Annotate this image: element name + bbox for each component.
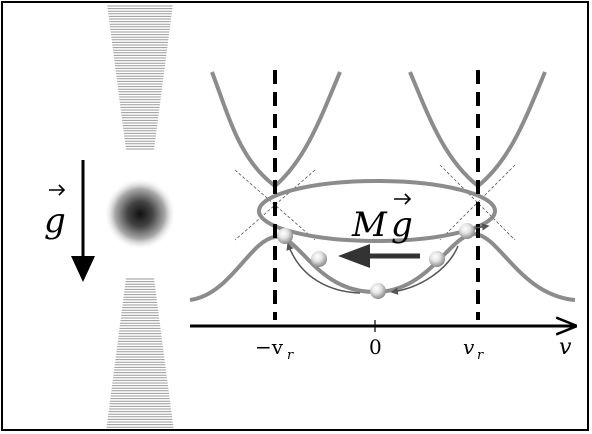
atom-cloud xyxy=(104,178,176,250)
axis-variable-label: v xyxy=(559,335,572,360)
free-parabola-lines xyxy=(234,164,516,241)
laser-beam xyxy=(106,5,174,428)
gravity-label: g xyxy=(44,184,66,241)
left-arrow-icon xyxy=(338,244,420,268)
cycle-loop xyxy=(257,179,497,243)
sphere-icon xyxy=(277,223,475,299)
tick-label-pos-vr: v r xyxy=(463,335,484,363)
svg-text:r: r xyxy=(477,348,484,363)
svg-text:g: g xyxy=(391,205,413,245)
svg-text:−v: −v xyxy=(255,335,284,359)
svg-text:g: g xyxy=(44,201,66,241)
down-arrow-icon xyxy=(71,160,95,282)
tick-label-zero: 0 xyxy=(369,335,382,359)
tick-label-neg-vr: −v r xyxy=(255,335,294,363)
svg-text:M: M xyxy=(351,205,388,245)
force-label: M g xyxy=(351,193,413,245)
svg-text:v: v xyxy=(463,335,475,359)
svg-text:r: r xyxy=(287,348,294,363)
